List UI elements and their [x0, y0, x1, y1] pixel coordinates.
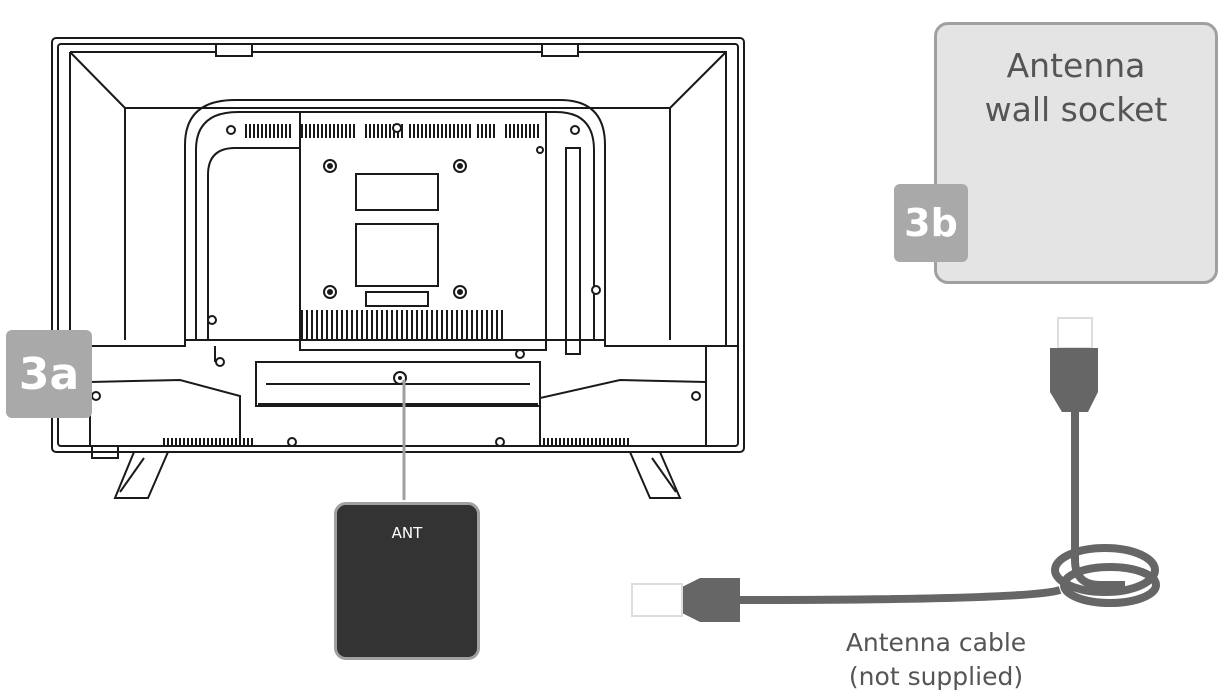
tv-screws [91, 123, 701, 447]
ant-port-panel [334, 502, 480, 660]
step-3a-badge: 3a [6, 330, 92, 418]
tv-back [51, 37, 745, 499]
tv-vents [163, 124, 629, 446]
wall-socket-label: Antenna wall socket [936, 44, 1216, 132]
cable-label: Antenna cable (not supplied) [800, 626, 1072, 694]
step-3b-badge: 3b [894, 184, 968, 262]
cable-label-line2: (not supplied) [848, 662, 1024, 691]
antenna-cable [631, 317, 1160, 622]
wall-socket-label-line2: wall socket [984, 90, 1168, 129]
wall-socket-label-line1: Antenna [1006, 46, 1146, 85]
cable-label-line1: Antenna cable [845, 628, 1027, 657]
wall-socket-panel [934, 22, 1218, 284]
ant-port-label: ANT [391, 524, 423, 542]
